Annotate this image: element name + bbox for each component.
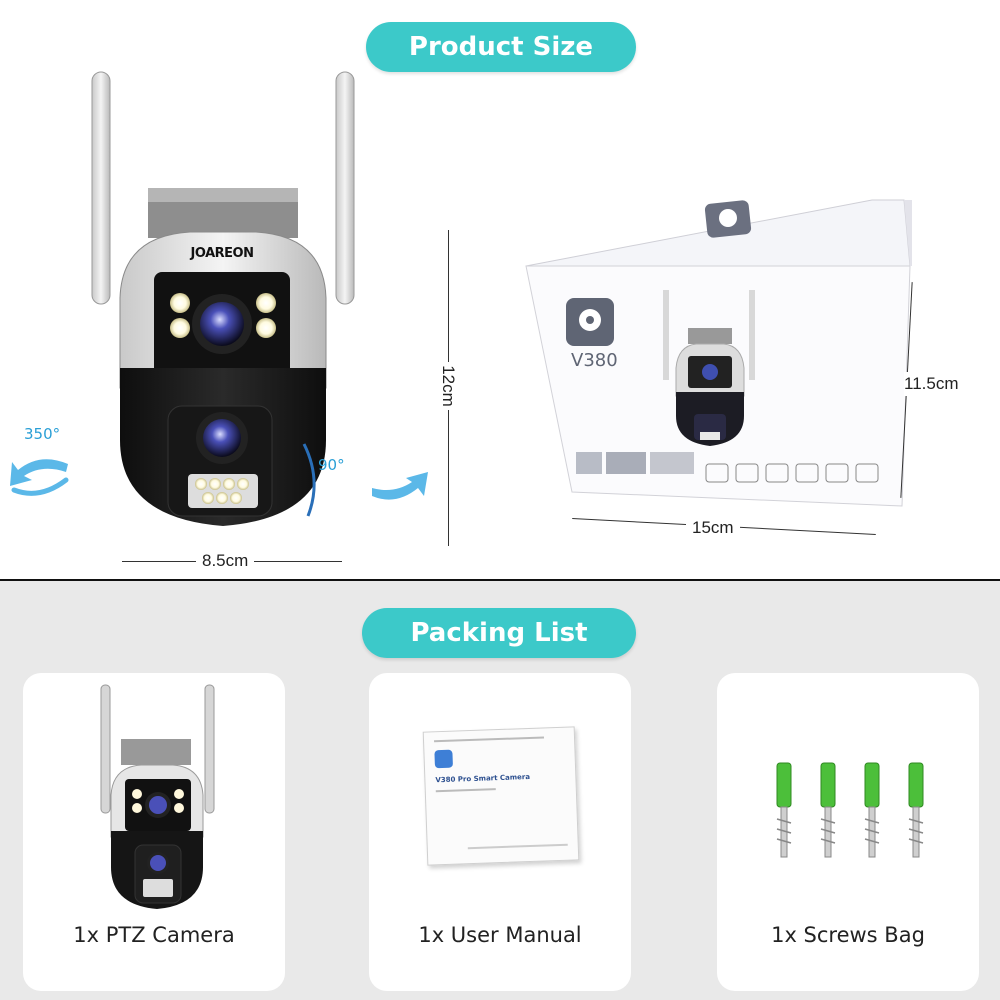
camera-width-label: 8.5cm (196, 551, 255, 571)
pan-right-arrow-icon (366, 462, 432, 506)
camera-height-label: 12cm (438, 362, 458, 410)
ptz-camera-image (95, 683, 219, 915)
box-width-label: 15cm (686, 518, 740, 538)
packing-item-camera-card: 1x PTZ Camera (23, 673, 285, 991)
manual-text-line (435, 788, 496, 793)
camera-brand-logo: JOAREON (190, 246, 254, 261)
packing-list-heading-text: Packing List (410, 618, 588, 648)
packing-item-manual-label: 1x User Manual (418, 923, 582, 947)
manual-cover-title: V380 Pro Smart Camera (435, 772, 531, 785)
tilt-arrow-icon (300, 440, 324, 520)
section-divider (0, 579, 1000, 581)
box-height-label: 11.5cm (904, 372, 959, 396)
product-size-heading-text: Product Size (408, 32, 594, 62)
box-brand-label: V380 (571, 350, 618, 371)
box-image (520, 180, 920, 520)
user-manual-image: V380 Pro Smart Camera (422, 726, 580, 866)
packing-item-screws-label: 1x Screws Bag (771, 923, 925, 947)
manual-text-line (467, 843, 568, 850)
screws-bag-image (765, 761, 935, 861)
manual-text-line (434, 736, 545, 743)
product-size-heading: Product Size (366, 22, 636, 72)
packing-item-screws-card: 1x Screws Bag (717, 673, 979, 991)
packing-item-camera-label: 1x PTZ Camera (73, 923, 235, 947)
packing-list-heading: Packing List (362, 608, 636, 658)
pan-angle-label: 350° (24, 425, 61, 443)
manual-app-icon (434, 749, 453, 769)
pan-left-arrow-icon (6, 450, 72, 500)
packing-item-manual-card: V380 Pro Smart Camera 1x User Manual (369, 673, 631, 991)
camera-image (80, 68, 360, 538)
tilt-angle-label: 90° (318, 456, 345, 474)
